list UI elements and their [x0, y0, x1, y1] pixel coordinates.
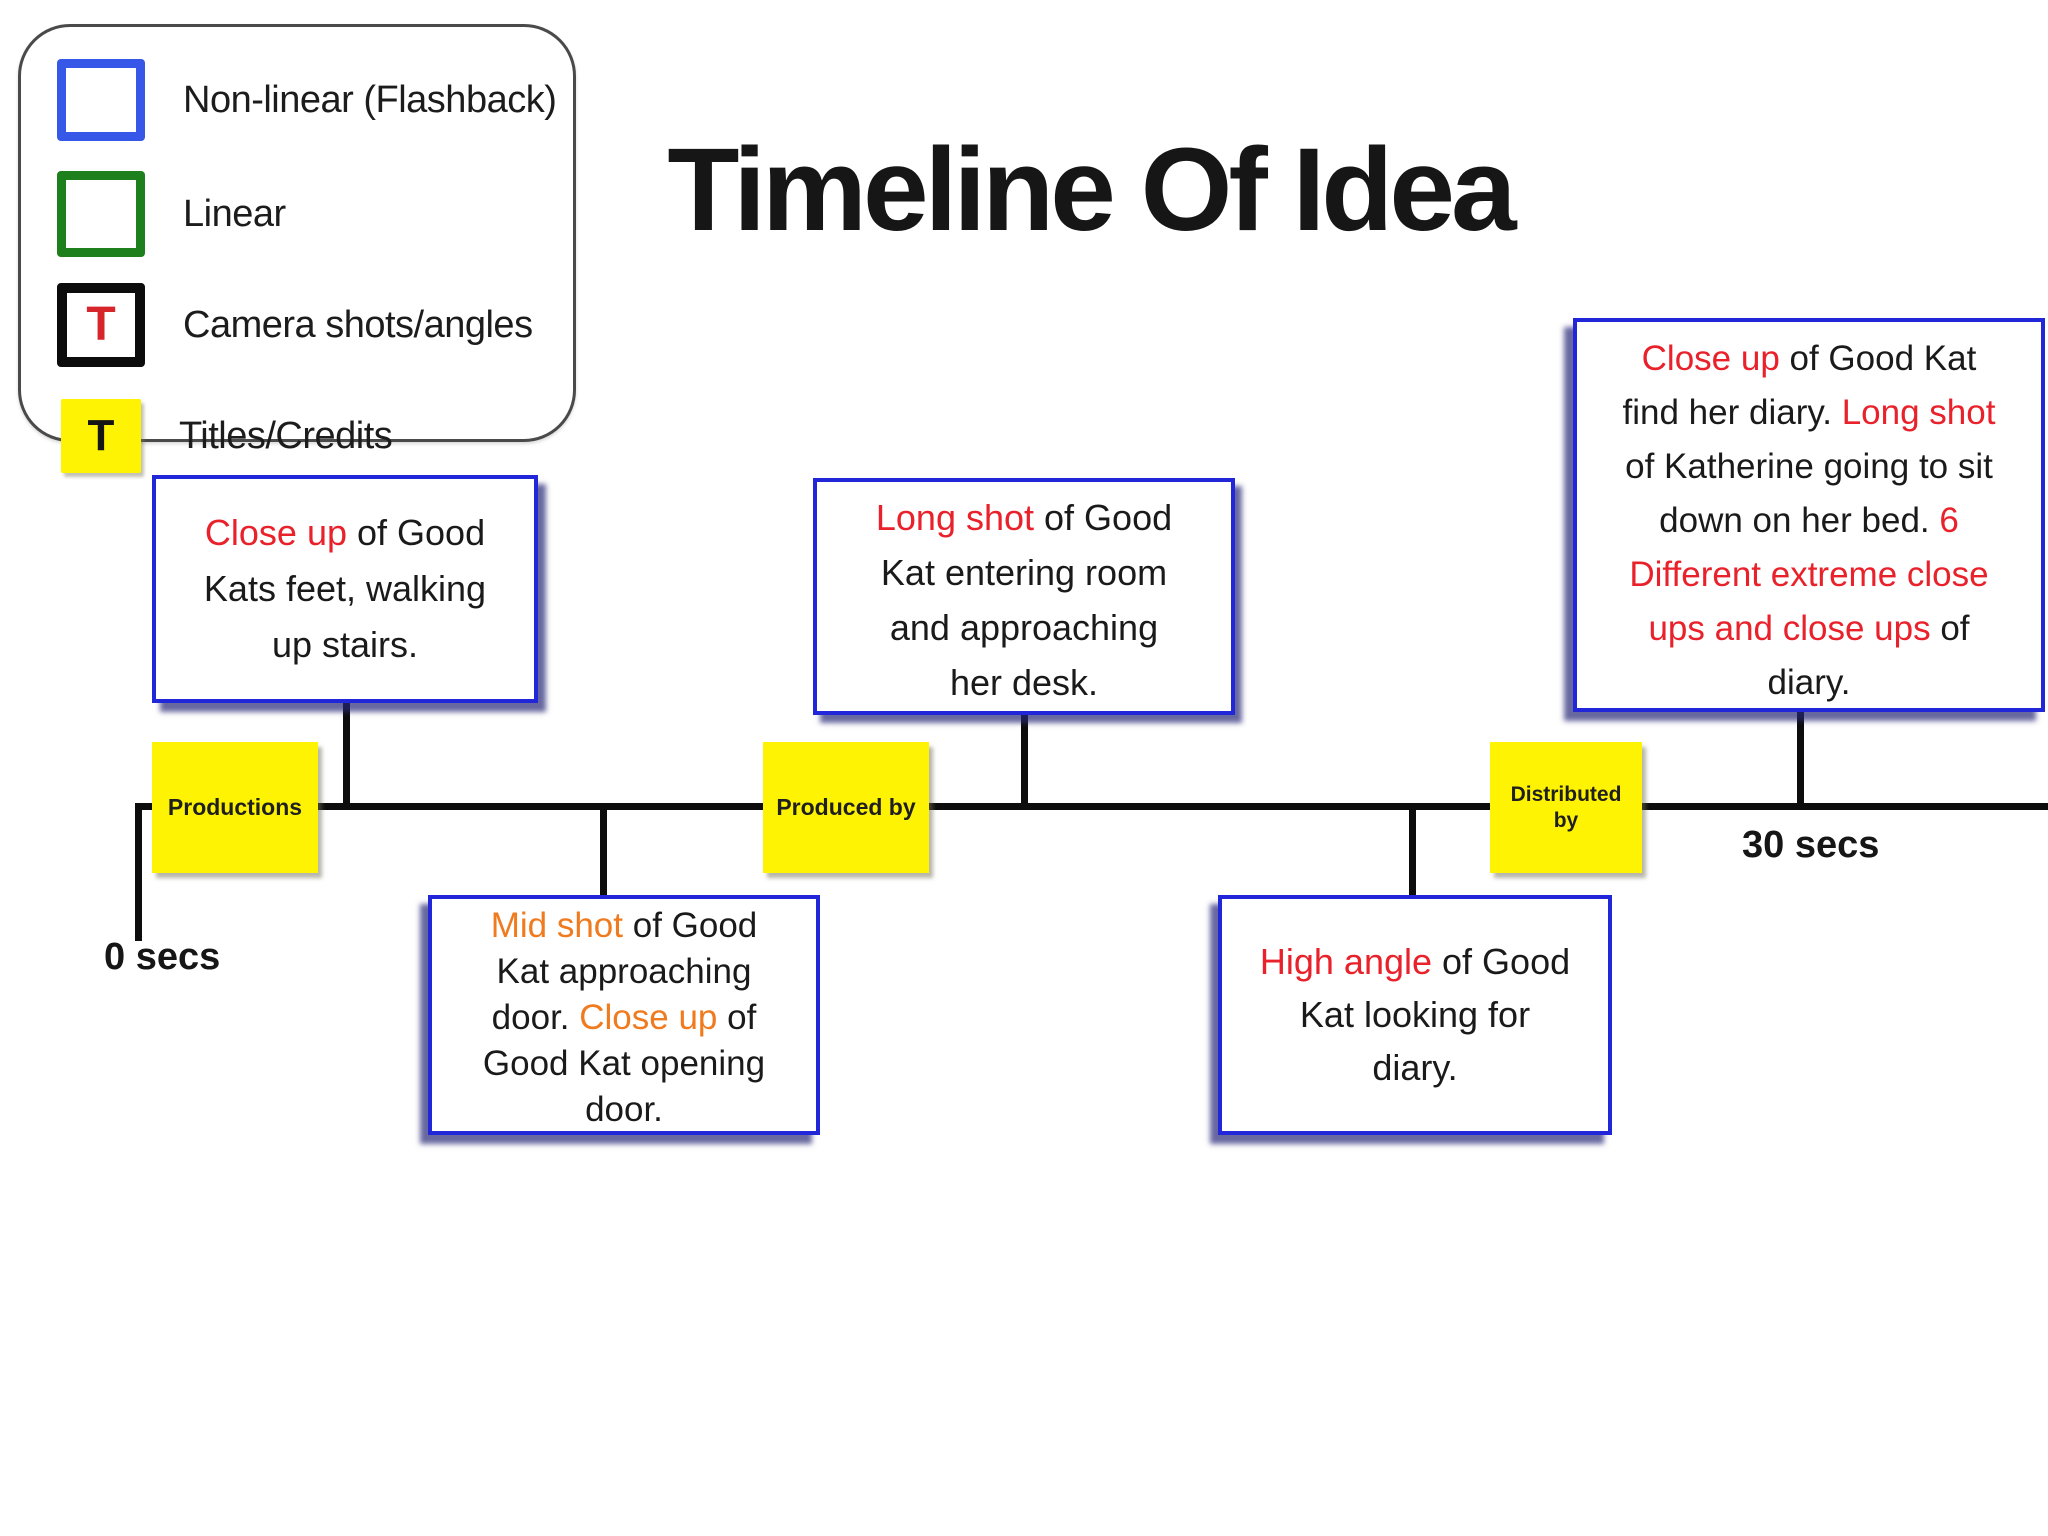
nonlinear-flashback-swatch-icon — [57, 59, 145, 141]
timeline-start-tick — [135, 803, 142, 941]
note-line: door. Close up of — [432, 995, 816, 1041]
note-text-segment: Close up — [1641, 339, 1780, 378]
note-line: ups and close ups of — [1577, 602, 2041, 656]
note-text-segment: door. — [585, 1090, 663, 1129]
note-text-segment: her desk. — [949, 662, 1099, 703]
legend-glyph-red-t: T — [86, 298, 116, 351]
note-text-segment: Kat approaching — [496, 952, 752, 991]
note-text-segment: ups and close ups — [1648, 609, 1931, 648]
note-text-segment: Kats feet, walking — [203, 568, 487, 609]
note-text-segment: Kat entering room — [880, 552, 1168, 593]
note-line: Kat approaching — [432, 949, 816, 995]
camera-shots-swatch-icon: T — [57, 283, 145, 367]
note-text-segment: of Good — [1432, 941, 1571, 982]
connector-mid-shot — [600, 806, 607, 899]
connector-high-angle — [1409, 806, 1416, 899]
timeline-axis — [135, 803, 2048, 810]
timeline-stage-productions: Productions — [152, 742, 318, 873]
timeline-stage-produced-by: Produced by — [763, 742, 929, 873]
page-title: Timeline Of Idea — [667, 124, 1516, 256]
note-line: Kat entering room — [817, 545, 1231, 600]
legend: Non-linear (Flashback) Linear T Camera s… — [18, 24, 576, 473]
note-line: Close up of Good — [156, 505, 534, 561]
connector-long-shot — [1021, 713, 1028, 810]
note-line: up stairs. — [156, 617, 534, 673]
note-line: Good Kat opening — [432, 1041, 816, 1087]
note-text-segment: Mid shot — [490, 906, 623, 945]
note-text-segment: diary. — [1372, 1047, 1458, 1088]
legend-label-nonlinear: Non-linear (Flashback) — [183, 78, 557, 121]
titles-credits-swatch-icon: T — [61, 399, 141, 473]
note-text-segment: up stairs. — [271, 624, 419, 665]
note-line: find her diary. Long shot — [1577, 386, 2041, 440]
note-text-segment: of Good Kat — [1779, 339, 1977, 378]
note-line: High angle of Good — [1222, 935, 1608, 988]
note-line: Long shot of Good — [817, 490, 1231, 545]
note-text-segment: of Good — [623, 906, 758, 945]
note-line: Close up of Good Kat — [1577, 332, 2041, 386]
note-text-segment: Kat looking for — [1299, 994, 1531, 1035]
note-text-segment: Close up — [204, 512, 347, 553]
note-text-segment: diary. — [1767, 663, 1851, 702]
legend-item-nonlinear: Non-linear (Flashback) — [57, 59, 557, 141]
note-text-segment: of Good — [1034, 497, 1173, 538]
note-line: diary. — [1222, 1041, 1608, 1094]
note-text-segment: of — [717, 998, 757, 1037]
note-text-segment: Long shot — [1841, 393, 1996, 432]
timeline-stage-distributed-by: Distributed by — [1490, 742, 1642, 873]
note-text-segment: 6 — [1939, 501, 1959, 540]
note-text-segment: of Good — [347, 512, 486, 553]
note-text-segment: Long shot — [875, 497, 1035, 538]
note-line: Kat looking for — [1222, 988, 1608, 1041]
legend-item-titles-credits: T Titles/Credits — [57, 399, 393, 473]
note-line: door. — [432, 1087, 816, 1133]
connector-close-up-feet — [343, 703, 350, 810]
legend-item-camera-shots: T Camera shots/angles — [57, 283, 533, 367]
note-text-segment: High angle — [1259, 941, 1433, 982]
note-text-segment: Close up — [579, 998, 718, 1037]
legend-label-titles-credits: Titles/Credits — [179, 414, 393, 457]
note-text-segment: Different extreme close — [1629, 555, 1989, 594]
legend-label-linear: Linear — [183, 192, 286, 235]
legend-label-camera-shots: Camera shots/angles — [183, 303, 533, 346]
note-line: down on her bed. 6 — [1577, 494, 2041, 548]
note-text-segment: Good Kat opening — [482, 1044, 766, 1083]
note-line: and approaching — [817, 600, 1231, 655]
note-line: Mid shot of Good — [432, 903, 816, 949]
note-text-segment: down on her bed. — [1659, 501, 1940, 540]
note-line: of Katherine going to sit — [1577, 440, 2041, 494]
connector-close-up-diary — [1797, 710, 1804, 810]
note-text-segment: of Katherine going to sit — [1625, 447, 1993, 486]
linear-swatch-icon — [57, 171, 145, 257]
note-text-segment: door. — [491, 998, 580, 1037]
note-text-segment: and approaching — [889, 607, 1159, 648]
legend-item-linear: Linear — [57, 171, 286, 257]
note-text-segment: find her diary. — [1622, 393, 1842, 432]
note-line: her desk. — [817, 655, 1231, 710]
time-label-30-secs: 30 secs — [1742, 824, 1880, 866]
note-line: Kats feet, walking — [156, 561, 534, 617]
note-line: Different extreme close — [1577, 548, 2041, 602]
legend-glyph-black-t: T — [87, 411, 115, 460]
note-line: diary. — [1577, 656, 2041, 710]
note-text-segment: of — [1930, 609, 1970, 648]
time-label-0-secs: 0 secs — [104, 936, 221, 978]
